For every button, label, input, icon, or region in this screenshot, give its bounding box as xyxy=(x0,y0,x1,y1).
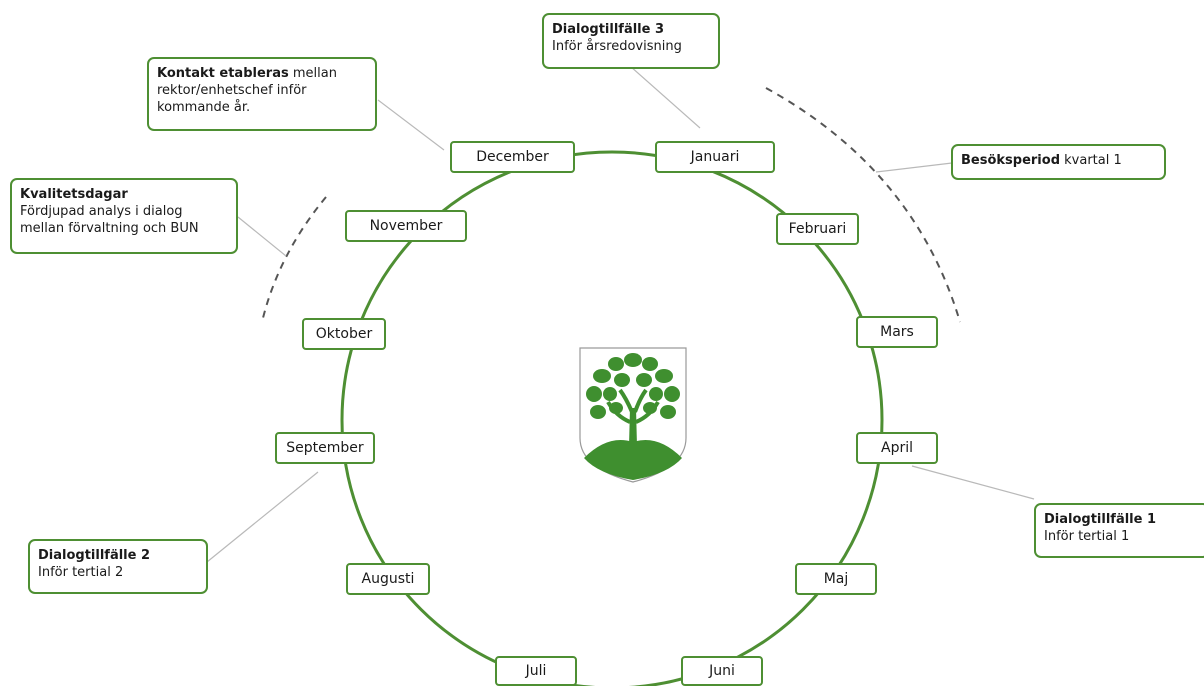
callout-text: Inför tertial 2 xyxy=(38,565,124,580)
month-december: December xyxy=(450,141,575,173)
callout-besoksperiod: Besöksperiod kvartal 1 xyxy=(951,144,1166,180)
besoksperiod-arc xyxy=(765,87,961,323)
month-september: September xyxy=(275,432,375,464)
connector-dialog2 xyxy=(206,471,319,563)
tree-emblem-icon xyxy=(578,346,688,484)
connector-kontakt xyxy=(377,99,445,151)
callout-title: Dialogtillfälle 3 xyxy=(552,22,665,37)
kvalitetsdagar-arc xyxy=(261,196,327,323)
callout-text: kommande år. xyxy=(157,100,251,115)
callout-text: kvartal 1 xyxy=(1060,153,1122,168)
month-oktober: Oktober xyxy=(302,318,386,350)
month-februari: Februari xyxy=(776,213,859,245)
month-augusti: Augusti xyxy=(346,563,430,595)
month-juni: Juni xyxy=(681,656,763,686)
callout-title: Dialogtillfälle 2 xyxy=(38,548,151,563)
callout-dialogtillfalle-2: Dialogtillfälle 2 Inför tertial 2 xyxy=(28,539,208,594)
callout-kontakt-etableras: Kontakt etableras mellan rektor/enhetsch… xyxy=(147,57,377,131)
year-wheel-ring xyxy=(340,150,884,686)
connector-dialog1 xyxy=(911,465,1035,500)
callout-text: Inför årsredovisning xyxy=(552,39,682,54)
month-mars: Mars xyxy=(856,316,938,348)
callout-title: Kontakt etableras xyxy=(157,66,289,81)
callout-dialogtillfalle-3: Dialogtillfälle 3 Inför årsredovisning xyxy=(542,13,720,69)
callout-title: Kvalitetsdagar xyxy=(20,187,128,202)
month-juli: Juli xyxy=(495,656,577,686)
month-april: April xyxy=(856,432,938,464)
callout-title: Dialogtillfälle 1 xyxy=(1044,512,1157,527)
month-januari: Januari xyxy=(655,141,775,173)
callout-dialogtillfalle-1: Dialogtillfälle 1 Inför tertial 1 xyxy=(1034,503,1204,558)
callout-text: mellan förvaltning och BUN xyxy=(20,221,199,236)
callout-kvalitetsdagar: Kvalitetsdagar Fördjupad analys i dialog… xyxy=(10,178,238,254)
callout-text: Inför tertial 1 xyxy=(1044,529,1130,544)
callout-text: rektor/enhetschef inför xyxy=(157,83,307,98)
connector-besok xyxy=(875,162,953,173)
connector-kvalitet xyxy=(237,216,287,257)
connector-dialog3 xyxy=(629,65,701,129)
month-november: November xyxy=(345,210,467,242)
month-maj: Maj xyxy=(795,563,877,595)
callout-text: mellan xyxy=(288,66,337,81)
callout-title: Besöksperiod xyxy=(961,153,1061,168)
callout-text: Fördjupad analys i dialog xyxy=(20,204,183,219)
